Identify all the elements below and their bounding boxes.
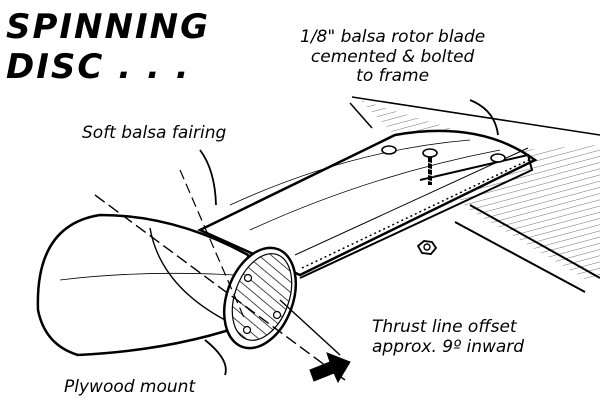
title-line-1: SPINNING [6,7,210,47]
rotor-blade-label: 1/8" balsa rotor blade cemented & bolted… [300,27,486,87]
nut-icon [416,240,438,255]
fairing-label: Soft balsa fairing [82,123,227,143]
title-line-2: DISC . . . [6,47,191,87]
bolt-icon [381,145,506,185]
thrust-axis-lines [94,169,346,381]
rotor-blade-label-line-3: to frame [356,66,430,87]
rotor-blade-label-line-2: cemented & bolted [310,46,475,67]
plywood-mount-label: Plywood mount [64,377,196,397]
leader-lines [199,99,499,376]
thrust-line-label-line-2: approx. 9º inward [372,336,525,357]
plywood-mount-disc [223,246,297,350]
balsa-fairing [36,213,260,357]
rotor-blade-label-line-1: 1/8" balsa rotor blade [300,27,486,47]
thrust-arrow-icon [309,352,351,384]
thrust-line-label-line-1: Thrust line offset [372,317,517,337]
thrust-line-label: Thrust line offset approx. 9º inward [372,317,525,357]
